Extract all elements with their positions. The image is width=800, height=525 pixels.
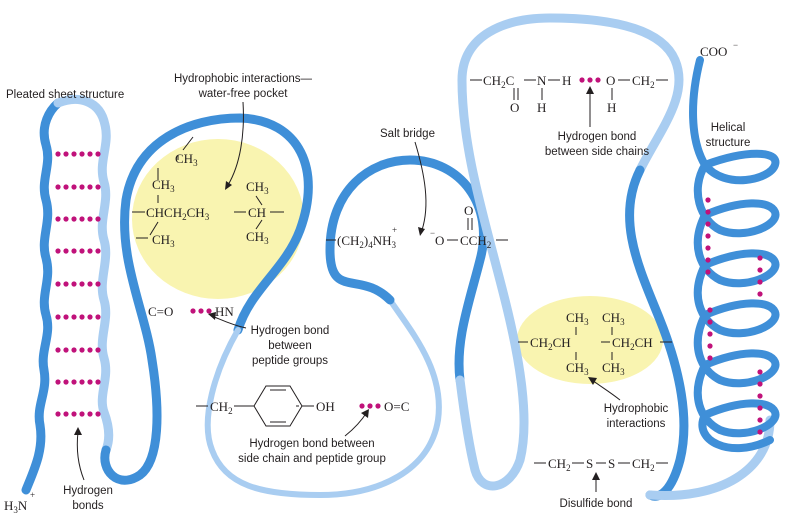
hbond-side-peptide-label-line1: Hydrogen bond between	[249, 438, 374, 450]
disulfide-s2: S	[608, 456, 615, 471]
hydro2-ch2ch-right: CH2CH	[612, 335, 653, 352]
hbond-side-chains-label-line2: between side chains	[545, 146, 649, 158]
hbond-side-chains-arrowhead	[586, 86, 594, 94]
carboxylate-cch2: CCH2	[460, 233, 491, 250]
n-terminus-charge: +	[30, 490, 35, 500]
carboxylate-o: O	[435, 233, 444, 248]
hydrogen-bonds-arrow	[76, 431, 85, 481]
side-chain-o: O	[510, 100, 519, 115]
disulfide-arrowhead	[592, 472, 600, 480]
side-chain-h: H	[562, 73, 571, 88]
helical-label-line1: Helical	[711, 122, 746, 134]
hydrogen-bonds-label-line2: bonds	[72, 500, 104, 512]
hydrophobic-pocket-arrow	[227, 101, 244, 186]
pleated-sheet-label: Pleated sheet structure	[6, 89, 124, 101]
salt-bridge-chemistry: (CH2)4NH3 + − O CCH2 O	[326, 203, 508, 250]
hbond-side-peptide-label-line2: side chain and peptide group	[238, 453, 386, 465]
salt-bridge-arrowhead	[418, 227, 425, 236]
c-terminus-charge: −	[733, 40, 738, 50]
pocket-ch3-top: CH3	[175, 151, 198, 168]
hydrophobic-2-chemistry: CH3 CH3 CH2CH CH2CH CH3 CH3	[518, 310, 672, 377]
hydrophobic-2-arrow	[591, 379, 621, 401]
hydro2-ch3-4: CH3	[602, 360, 625, 377]
hydrophobic-pocket-arrowhead	[225, 181, 232, 190]
hbond-side-peptide-arrowhead	[361, 409, 369, 418]
side-chain-oh-h: H	[607, 100, 616, 115]
hbond-side-peptide-arrow	[344, 411, 368, 437]
pocket-ch3-b: CH3	[152, 232, 175, 249]
pocket-chchch3: CHCH2CH3	[146, 205, 210, 222]
hydrophobic-2-label-line2: interactions	[607, 418, 666, 430]
hydrophobic-2-arrowhead	[588, 377, 597, 385]
isopropyl-ch3-top: CH3	[246, 179, 269, 196]
hydrophobic-pocket-label-line1: Hydrophobic interactions—	[174, 73, 313, 85]
peptide-hbond-dots	[190, 77, 601, 409]
hydro2-ch3-1: CH3	[566, 310, 589, 327]
disulfide-chemistry: CH2 S S CH2	[534, 456, 668, 473]
isopropyl-ch3-bottom: CH3	[246, 229, 269, 246]
hydro2-ch2ch-left: CH2CH	[530, 335, 571, 352]
hbond-side-chains-label-line1: Hydrogen bond	[558, 131, 637, 143]
hbond-peptide-label-line1: Hydrogen bond	[251, 325, 330, 337]
tyrosine-side-chain: CH2 OH O=C	[196, 385, 409, 427]
salt-bridge-label: Salt bridge	[380, 128, 435, 140]
side-chain-ch2: CH2	[632, 73, 655, 90]
peptide-co: C=O	[148, 304, 173, 319]
n-terminus: H3N	[4, 498, 28, 515]
helical-label-line2: structure	[706, 137, 751, 149]
hydrophobic-pocket-2	[517, 296, 663, 384]
pocket-chemistry: CH3 CH3 CHCH2CH3 CH3 CH3 CH CH3	[132, 136, 284, 249]
side-chain-n: N	[537, 73, 547, 88]
helix-hydrogen-bonds	[705, 197, 763, 435]
hydrogen-bonds-arrowhead	[74, 427, 82, 435]
hbond-peptide-label-line2: between	[268, 340, 311, 352]
salt-bridge-arrow	[414, 141, 427, 231]
peptide-oc: O=C	[384, 399, 409, 414]
side-chain-hbond-chemistry: CH2C O N H H O H CH2	[470, 73, 668, 115]
isopropyl-ch: CH	[248, 205, 266, 220]
phenol-oh: OH	[316, 399, 335, 414]
hydrophobic-pocket-label-line2: water-free pocket	[198, 88, 289, 100]
hydro2-ch3-2: CH3	[602, 310, 625, 327]
carboxylate-charge: −	[430, 228, 435, 238]
side-chain-oh-o: O	[606, 73, 615, 88]
disulfide-ch2-left: CH2	[548, 456, 571, 473]
disulfide-label: Disulfide bond	[560, 498, 633, 510]
side-chain-nh: H	[537, 100, 546, 115]
c-terminus: COO	[700, 44, 727, 59]
pocket-ch3-a: CH3	[152, 177, 175, 194]
phenol-ch2: CH2	[210, 399, 233, 416]
side-chain-ch2c: CH2C	[483, 73, 514, 90]
lysine-chain: (CH2)4NH3	[337, 233, 397, 250]
protein-backbone-ribbon	[21, 13, 780, 501]
disulfide-ch2-right: CH2	[632, 456, 655, 473]
sheet-hydrogen-bonds	[55, 151, 101, 417]
disulfide-s1: S	[586, 456, 593, 471]
hydrophobic-pocket	[132, 139, 304, 299]
hbond-peptide-arrowhead	[208, 312, 216, 320]
hydrogen-bonds-label-line1: Hydrogen	[63, 485, 113, 497]
carboxylate-dbl-o: O	[464, 203, 473, 218]
nh3-charge: +	[392, 225, 397, 235]
hydro2-ch3-3: CH3	[566, 360, 589, 377]
hbond-peptide-label-line3: peptide groups	[252, 355, 328, 367]
hydrophobic-2-label-line1: Hydrophobic	[604, 403, 669, 415]
peptide-hn: HN	[215, 304, 234, 319]
